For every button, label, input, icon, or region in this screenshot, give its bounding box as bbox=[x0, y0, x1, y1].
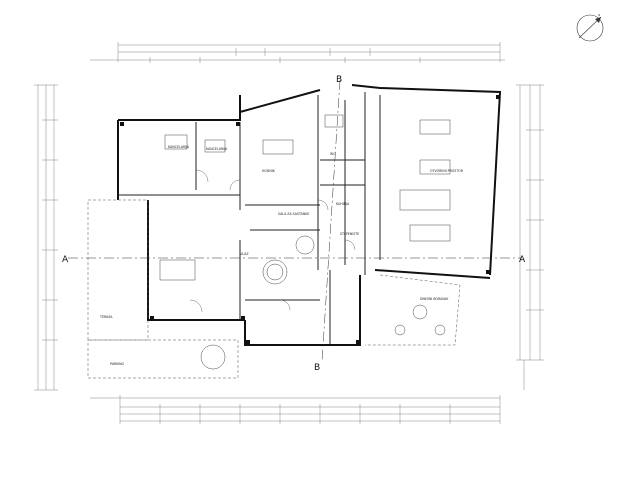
doors bbox=[189, 169, 356, 313]
furniture bbox=[159, 114, 451, 370]
section-marker-b-top: B bbox=[336, 75, 342, 85]
svg-text:B: B bbox=[314, 363, 320, 373]
section-marker-b-bottom: B bbox=[314, 363, 320, 373]
section-lines bbox=[68, 79, 522, 363]
room-label: KANCELARIJA bbox=[206, 147, 228, 151]
room-label: HODNIK bbox=[262, 169, 276, 173]
bottom-dimension-chains bbox=[90, 395, 501, 424]
interior-walls bbox=[118, 92, 381, 345]
north-label: N bbox=[598, 13, 600, 17]
room-label: DNEVNI BORAVAK bbox=[420, 297, 449, 301]
room-label: TERASA bbox=[99, 315, 113, 319]
top-dimension-chains bbox=[90, 42, 505, 63]
section-marker-a-left: A bbox=[62, 255, 69, 265]
room-label: ULAZ bbox=[240, 252, 249, 256]
room-label: OTVORENI PROSTOR bbox=[430, 169, 464, 173]
north-arrow-icon: N bbox=[576, 13, 604, 42]
svg-text:A: A bbox=[519, 255, 526, 265]
room-label: WC bbox=[330, 152, 336, 156]
columns bbox=[120, 95, 500, 344]
terrace-outline bbox=[87, 199, 461, 379]
room-label: KANCELARIJA bbox=[168, 145, 190, 149]
svg-text:A: A bbox=[62, 255, 69, 265]
section-marker-a-right: A bbox=[519, 255, 526, 265]
left-dimension-chains bbox=[34, 84, 58, 391]
room-label: STEPENISTE bbox=[340, 232, 359, 236]
room-label: SALA ZA SASTANKE bbox=[278, 212, 309, 216]
room-label: KUHINJA bbox=[336, 202, 350, 206]
room-labels: KANCELARIJA KANCELARIJA HODNIK SALA ZA S… bbox=[99, 145, 464, 366]
room-label: PARKING bbox=[110, 362, 125, 366]
right-dimension-chains bbox=[516, 84, 544, 390]
svg-text:B: B bbox=[336, 75, 342, 85]
